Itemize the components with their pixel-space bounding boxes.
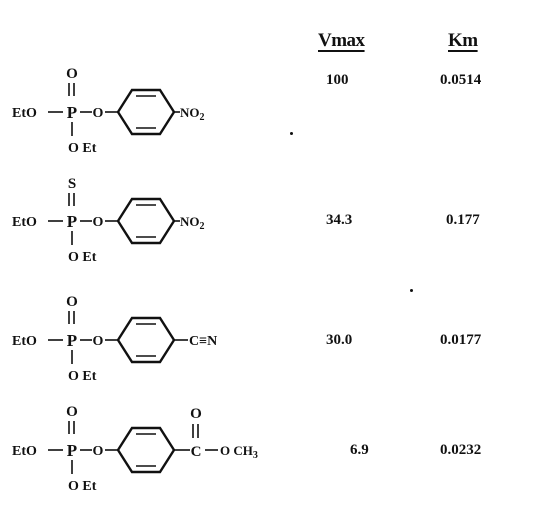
para-substituent-label: C≡N: [189, 334, 217, 349]
structure-diagram: S EtO P O Et O NO2: [12, 176, 205, 265]
scan-speck: [410, 289, 413, 292]
svg-text:O: O: [190, 406, 202, 422]
double-bond-atom-label: S: [68, 176, 76, 192]
svg-text:P: P: [67, 103, 77, 122]
para-substituent-label: NO2: [180, 214, 205, 232]
km-value: 0.0177: [440, 332, 482, 348]
compound-row-3: O EtO P O Et O C≡N 30.0 0.0177: [0, 288, 536, 398]
svg-text:O: O: [93, 334, 104, 349]
para-substituent-label: NO2: [180, 105, 205, 123]
double-bond-atom-label: O: [66, 404, 78, 420]
bottom-group-label: O Et: [68, 141, 97, 156]
double-bond-atom-label: O: [66, 294, 78, 310]
compound-row-4: O EtO P O Et O C O O CH3 6.9 0.0232: [0, 398, 536, 509]
svg-text:O: O: [93, 106, 104, 121]
vmax-value: 30.0: [326, 332, 353, 348]
vmax-value: 100: [326, 72, 349, 88]
left-group-label: EtO: [12, 215, 37, 230]
left-group-label: EtO: [12, 334, 37, 349]
structure-diagram: O EtO P O Et O C O O CH3: [12, 404, 258, 494]
left-group-label: EtO: [12, 106, 37, 121]
km-value: 0.0514: [440, 72, 482, 88]
para-substituent-label: C: [191, 444, 202, 460]
svg-text:P: P: [67, 212, 77, 231]
km-value: 0.177: [446, 212, 480, 228]
bottom-group-label: O Et: [68, 369, 97, 384]
vmax-value: 6.9: [350, 442, 369, 458]
km-header: Km: [448, 30, 478, 51]
structure-diagram: O EtO P O Et O NO2: [12, 66, 205, 156]
vmax-header: Vmax: [318, 30, 365, 51]
vmax-value: 34.3: [326, 212, 353, 228]
km-value: 0.0232: [440, 442, 482, 458]
structure-diagram: O EtO P O Et O C≡N: [12, 294, 217, 384]
compound-row-2: S EtO P O Et O NO2 34.3 0.177: [0, 174, 536, 284]
bottom-group-label: O Et: [68, 479, 97, 494]
double-bond-atom-label: O: [66, 66, 78, 82]
left-group-label: EtO: [12, 444, 37, 459]
scan-speck: [290, 132, 293, 135]
svg-text:P: P: [67, 441, 77, 460]
svg-text:O: O: [93, 215, 104, 230]
bottom-group-label: O Et: [68, 250, 97, 265]
svg-text:O CH3: O CH3: [220, 443, 258, 461]
svg-text:O: O: [93, 444, 104, 459]
svg-text:P: P: [67, 331, 77, 350]
compound-row-1: O EtO P O Et O NO2 100 0.0514: [0, 60, 536, 170]
